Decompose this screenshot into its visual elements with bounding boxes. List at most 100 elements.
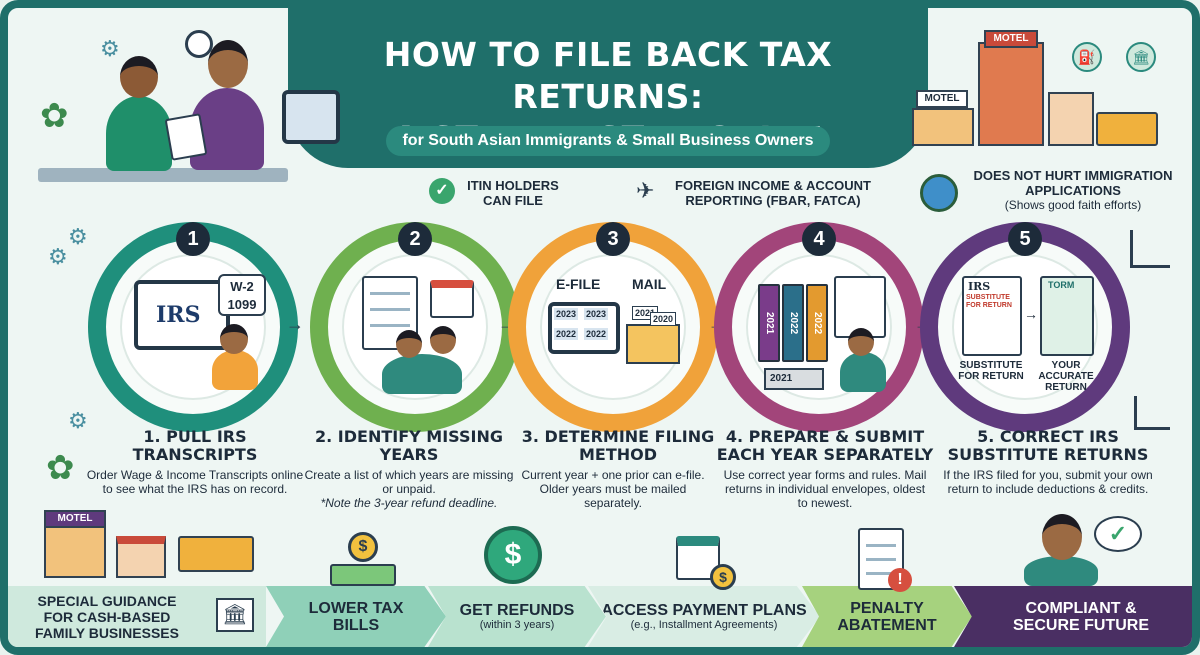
step-3-title: 3. DETERMINE FILING METHOD <box>521 427 715 464</box>
airplane-icon: ✈ <box>636 178 655 203</box>
file-box-icon: 2021 <box>764 368 824 390</box>
motel-illustration: MOTEL MOTEL ⛽ 🏛 <box>906 28 1186 158</box>
growth-chart-icon <box>1134 396 1170 430</box>
motel-building-icon <box>978 42 1044 146</box>
binder-icon: 2022 <box>782 284 804 362</box>
benefit-note: (within 3 years) <box>479 618 555 631</box>
step-2-illustration <box>342 254 488 400</box>
benefit-refunds: GET REFUNDS (within 3 years) <box>428 586 606 647</box>
benefit-label: SPECIAL GUIDANCE FOR CASH-BASED FAMILY B… <box>35 592 179 641</box>
coin-icon: $ <box>710 564 736 590</box>
step-4-illustration: 2021 2022 2022 2021 <box>746 254 892 400</box>
year-tile: 2022 <box>584 328 609 340</box>
step-1-number: 1 <box>176 222 210 256</box>
computer-icon <box>134 280 230 350</box>
benefit-penalty-abatement: PENALTY ABATEMENT <box>802 586 972 647</box>
step-5-desc: If the IRS filed for you, submit your ow… <box>943 468 1153 496</box>
step-1-desc: Order Wage & Income Transcripts online t… <box>86 468 304 496</box>
check-bubble-icon: ✓ <box>1094 516 1142 552</box>
irs-form-label: IRS <box>968 280 991 293</box>
binder-icon: 2022 <box>806 284 828 362</box>
immigration-note: (Shows good faith efforts) <box>1004 198 1142 212</box>
bank-icon: 🏛 <box>216 598 254 632</box>
man-head-icon <box>848 328 874 356</box>
woman-at-computer-icon <box>212 350 258 390</box>
motel-sign-bottom: MOTEL <box>44 510 106 528</box>
callout-foreign-income: FOREIGN INCOME & ACCOUNT REPORTING (FBAR… <box>675 178 871 208</box>
arrow-right-icon: → <box>286 314 304 334</box>
motel-sign-left: MOTEL <box>916 90 968 108</box>
year-tile: 2023 <box>584 308 609 320</box>
step-2-note: *Note the 3-year refund deadline. <box>320 496 498 510</box>
man-head-icon <box>208 40 248 88</box>
envelope-icon <box>626 324 680 364</box>
step-5-number: 5 <box>1008 222 1042 256</box>
coin-icon: $ <box>348 532 378 562</box>
smiling-man-head-icon <box>1042 514 1082 560</box>
benefit-label: LOWER TAX BILLS <box>308 599 404 634</box>
plant-icon: ✿ <box>46 449 75 487</box>
smiling-man-icon <box>1024 556 1098 586</box>
gas-station-icon <box>116 536 166 578</box>
cash-icon <box>330 564 396 586</box>
truck-icon <box>178 536 254 572</box>
step-2-number: 2 <box>398 222 432 256</box>
step-2-desc: Create a list of which years are missing… <box>298 468 520 510</box>
calendar-icon <box>430 280 474 318</box>
form-label: TORM <box>1048 280 1075 290</box>
year-tile: 2023 <box>554 308 579 320</box>
binder-icon: 2021 <box>758 284 780 362</box>
arrow-right-icon: → <box>1024 306 1038 322</box>
step-4-title: 4. PREPARE & SUBMIT EACH YEAR SEPARATELY <box>716 427 934 464</box>
mail-label: MAIL <box>632 276 667 292</box>
step-3-number: 3 <box>596 222 630 256</box>
step-2-circle <box>310 222 520 432</box>
substitute-form-title: SUBSTITUTE FOR RETURN <box>966 294 1012 309</box>
benefit-secure-future: COMPLIANT & SECURE FUTURE <box>954 586 1192 647</box>
gear-icon: ⚙ <box>68 224 88 249</box>
step-2-desc-text: Create a list of which years are missing… <box>304 468 514 496</box>
substitute-form-icon <box>962 276 1022 356</box>
motel-building-icon <box>44 520 106 578</box>
step-3-desc: Current year + one prior can e-file. Old… <box>521 468 705 510</box>
step-5-illustration: IRS SUBSTITUTE FOR RETURN → TORM SUBSTIT… <box>952 254 1098 400</box>
small-building-icon <box>912 108 974 146</box>
callout-immigration: DOES NOT HURT IMMIGRATION APPLICATIONS (… <box>968 168 1178 213</box>
step-3-circle: E-FILE MAIL 2023 2023 2022 2022 2021 202… <box>508 222 718 432</box>
step-5-title: 5. CORRECT IRS SUBSTITUTE RETURNS <box>947 427 1149 464</box>
plant-icon: ✿ <box>40 97 69 135</box>
step-3-illustration: E-FILE MAIL 2023 2023 2022 2022 2021 202… <box>540 254 686 400</box>
efile-label: E-FILE <box>556 276 601 292</box>
clock-icon <box>185 30 213 58</box>
page-subtitle: for South Asian Immigrants & Small Busin… <box>386 126 830 156</box>
step-1-title: 1. PULL IRS TRANSCRIPTS <box>132 427 258 464</box>
bank-icon: 🏛 <box>1126 42 1156 72</box>
benefit-payment-plans: ACCESS PAYMENT PLANS (e.g., Installment … <box>588 586 820 647</box>
immigration-text: DOES NOT HURT IMMIGRATION APPLICATIONS <box>973 168 1173 198</box>
dollar-circle-icon: $ <box>484 526 542 584</box>
man-writing-icon <box>840 352 886 392</box>
checkmark-icon: ✓ <box>429 178 455 204</box>
fuel-pump-icon: ⛽ <box>1072 42 1102 72</box>
year-tile: 2022 <box>554 328 579 340</box>
desk-icon <box>38 168 288 182</box>
woman-figure-icon <box>106 96 172 171</box>
title-line-1: HOW TO FILE BACK TAX RETURNS: <box>383 35 833 116</box>
callout-itin: ITIN HOLDERS CAN FILE <box>467 178 559 208</box>
globe-icon <box>920 174 958 212</box>
motel-sign-top: MOTEL <box>984 30 1038 48</box>
gear-icon: ⚙ <box>68 408 88 433</box>
gear-icon: ⚙ <box>100 36 120 61</box>
gear-icon: ⚙ <box>48 244 68 269</box>
woman-head-icon <box>220 324 248 354</box>
couple-head-icon <box>396 330 422 358</box>
accurate-form-icon <box>1040 276 1094 356</box>
irs-logo: IRS <box>156 302 201 328</box>
family-business-illustration: ✿ MOTEL <box>38 448 268 580</box>
accurate-caption: YOUR ACCURATE RETURN <box>1038 360 1094 393</box>
benefit-label: COMPLIANT & SECURE FUTURE <box>1012 599 1149 634</box>
envelope-year: 2020 <box>650 312 677 326</box>
couple-figure-icon <box>382 354 462 394</box>
document-stack-icon <box>834 276 886 338</box>
